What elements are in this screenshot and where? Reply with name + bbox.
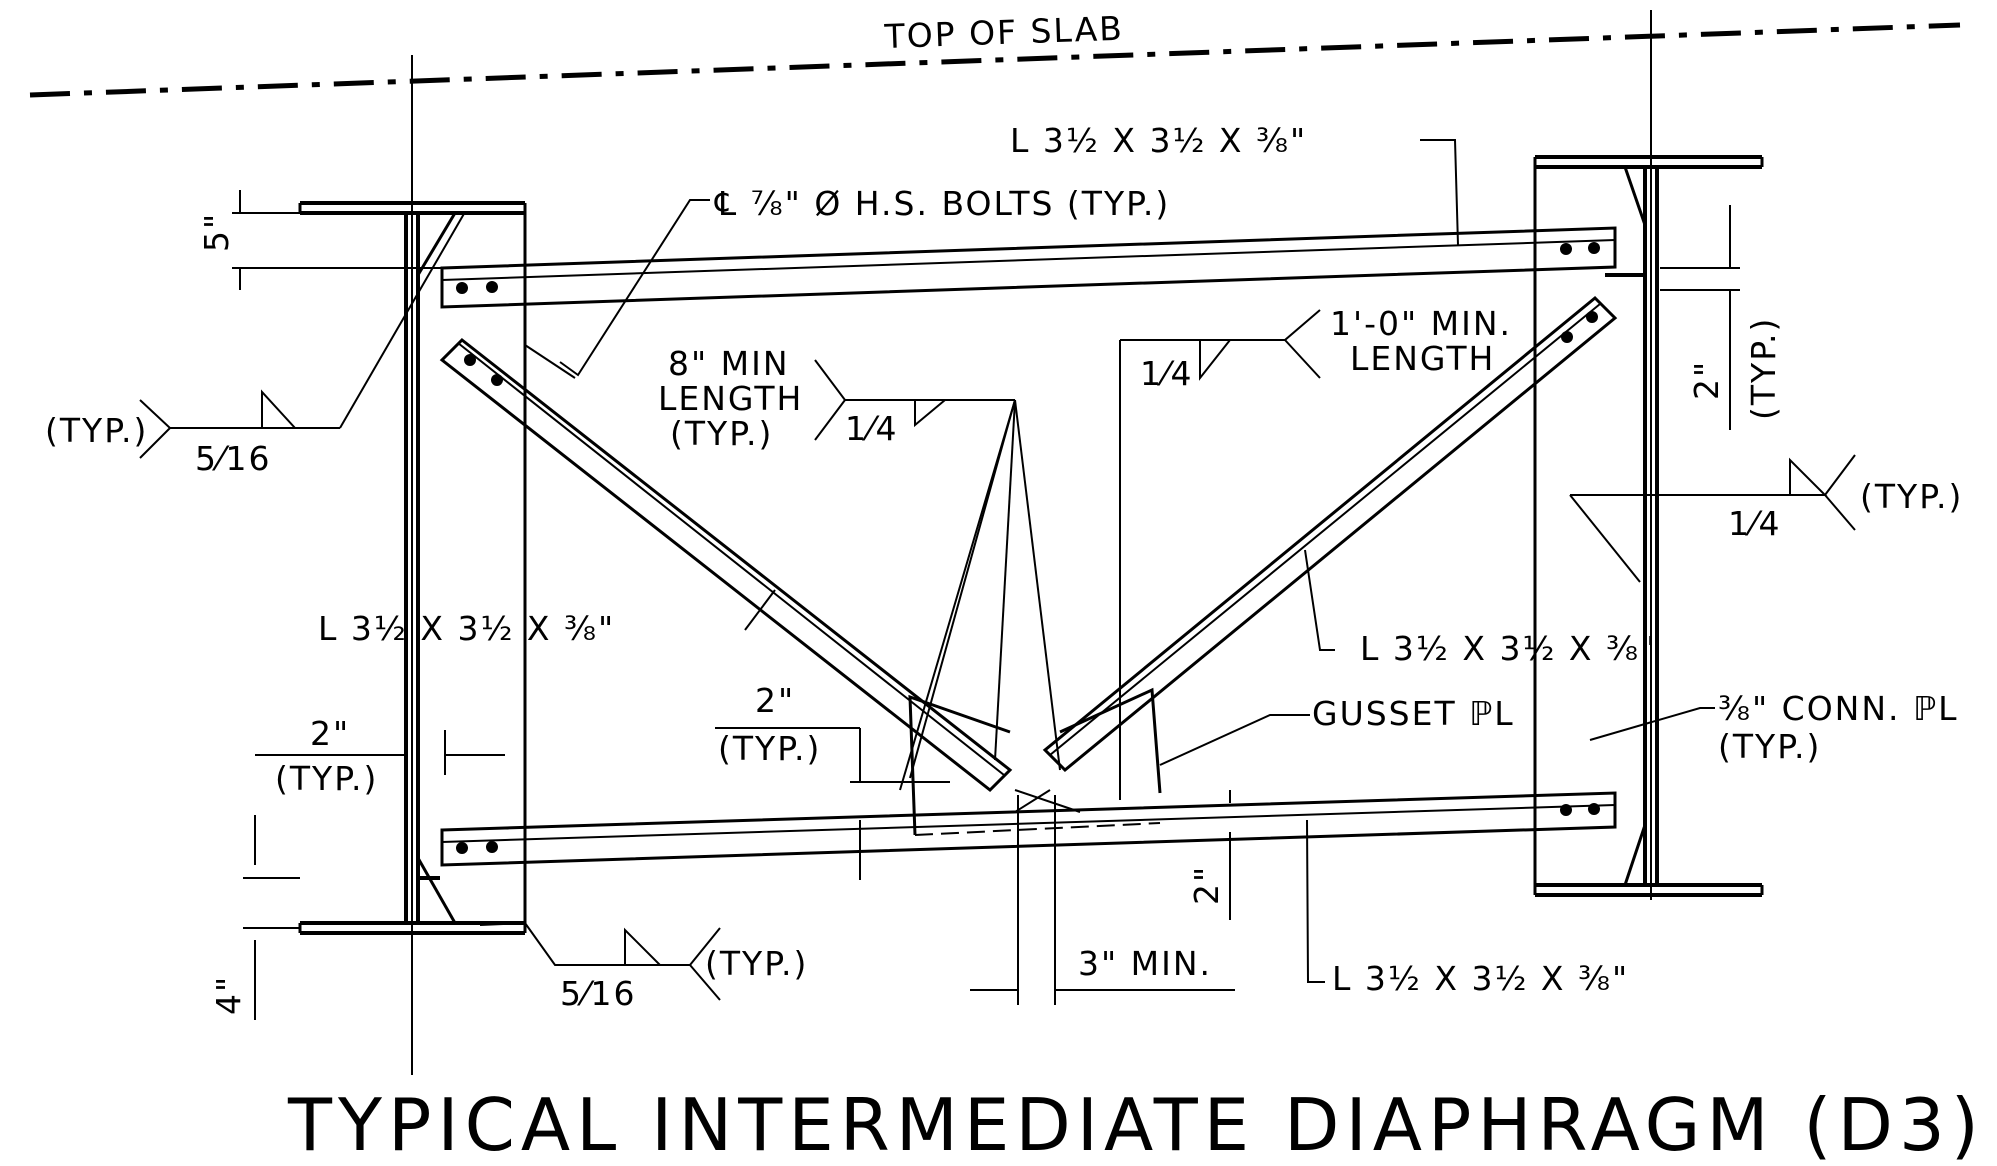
min-length-1ft-line1: 1'-0" MIN. <box>1330 304 1512 343</box>
dim-5-label: 5" <box>197 212 236 252</box>
min-length-8-line1: 8" MIN <box>668 344 790 383</box>
weld-left-size-label: 5⁄16 <box>195 439 272 478</box>
weld-right-typ-label: (TYP.) <box>1860 477 1963 516</box>
weld-quarter-a-label: 1⁄4 <box>845 409 899 448</box>
right-diagonal-angle <box>1042 295 1618 773</box>
left-diagonal-angle <box>439 337 1013 793</box>
drawing-title: TYPICAL INTERMEDIATE DIAPHRAGM (D3) <box>287 1083 1985 1166</box>
conn-plate-line1: ⅜" CONN. ℙL <box>1718 689 1959 728</box>
weld-right-size-label: 1⁄4 <box>1728 504 1782 543</box>
dim-2-gusset-typ-label: (TYP.) <box>718 729 821 768</box>
top-of-slab-line <box>29 22 1961 98</box>
weld-quarter-b-label: 1⁄4 <box>1140 354 1194 393</box>
dim-2-bottom-label: 2" <box>1187 865 1226 905</box>
dim-2-right-typ-label: (TYP.) <box>1744 317 1783 420</box>
bottom-strut-angle <box>440 791 1617 867</box>
gusset-plate-label: GUSSET ℙL <box>1312 694 1515 733</box>
top-of-slab-label: TOP OF SLAB <box>883 9 1124 56</box>
dim-2-gusset-label: 2" <box>755 681 795 720</box>
top-angle-label: L 3½ X 3½ X ⅜" <box>1010 121 1307 160</box>
weld-left-typ-label: (TYP.) <box>45 411 148 450</box>
weld-bottom-size-label: 5⁄16 <box>560 974 637 1013</box>
min-length-8-line2: LENGTH <box>658 379 803 418</box>
gusset-plate <box>908 687 1162 836</box>
dim-2-left-label: 2" <box>310 714 350 753</box>
right-girder <box>1533 155 1764 897</box>
min-length-1ft-line2: LENGTH <box>1350 339 1495 378</box>
dim-2-left-typ-label: (TYP.) <box>275 759 378 798</box>
dim-3-min-label: 3" MIN. <box>1078 944 1212 983</box>
left-girder <box>298 201 527 935</box>
dim-2-right-label: 2" <box>1687 360 1726 400</box>
conn-plate-line2: (TYP.) <box>1718 727 1821 766</box>
min-length-8-line3: (TYP.) <box>670 414 773 453</box>
dim-4-label: 4" <box>209 975 248 1015</box>
dimension-and-leader-lines <box>139 139 1856 1020</box>
weld-bottom-typ-label: (TYP.) <box>705 944 808 983</box>
left-diagonal-angle-label: L 3½ X 3½ X ⅜" <box>318 609 615 648</box>
right-diagonal-angle-label: L 3½ X 3½ X ⅜" <box>1360 629 1657 668</box>
bolts-label: ℄ ⅞" Ø H.S. BOLTS (TYP.) <box>714 184 1170 223</box>
bottom-angle-label: L 3½ X 3½ X ⅜" <box>1332 959 1629 998</box>
top-strut-angle <box>440 226 1617 309</box>
